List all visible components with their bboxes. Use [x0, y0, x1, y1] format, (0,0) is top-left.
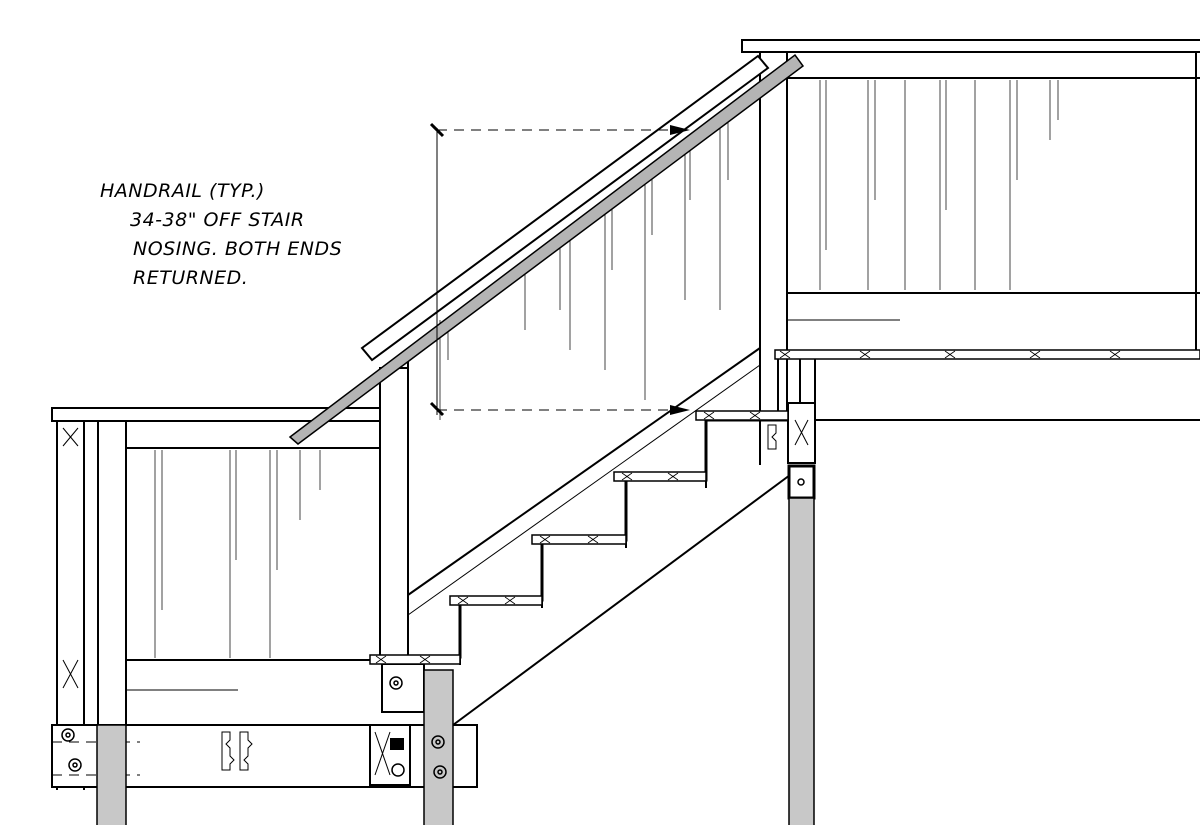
upper-deck-railing — [741, 39, 1200, 412]
stair-stringer — [407, 347, 791, 726]
stair-bottom-connection — [369, 663, 425, 786]
annotation-line-2: 34-38" OFF STAIR — [130, 209, 305, 231]
handrail-annotation: HANDRAIL (TYP.) 34-38" OFF STAIR NOSING.… — [100, 177, 430, 293]
guard-top-rail — [360, 54, 770, 362]
stair-guard-balusters — [439, 120, 729, 420]
lower-deck-railing — [51, 407, 386, 790]
upper-deck-floor — [774, 349, 1200, 421]
lower-support-post-left — [96, 724, 127, 825]
annotation-line-3: NOSING. BOTH ENDS — [133, 238, 343, 260]
upper-support-post — [788, 497, 815, 825]
stair-post — [379, 360, 409, 659]
handrail — [288, 53, 805, 445]
annotation-line-1: HANDRAIL (TYP.) — [100, 180, 265, 202]
handrail-height-dimension — [429, 122, 690, 417]
annotation-line-4: RETURNED. — [133, 267, 249, 289]
lower-support-post-right — [423, 669, 454, 825]
stair-treads — [369, 410, 789, 665]
upper-beam-bracket — [787, 402, 816, 500]
